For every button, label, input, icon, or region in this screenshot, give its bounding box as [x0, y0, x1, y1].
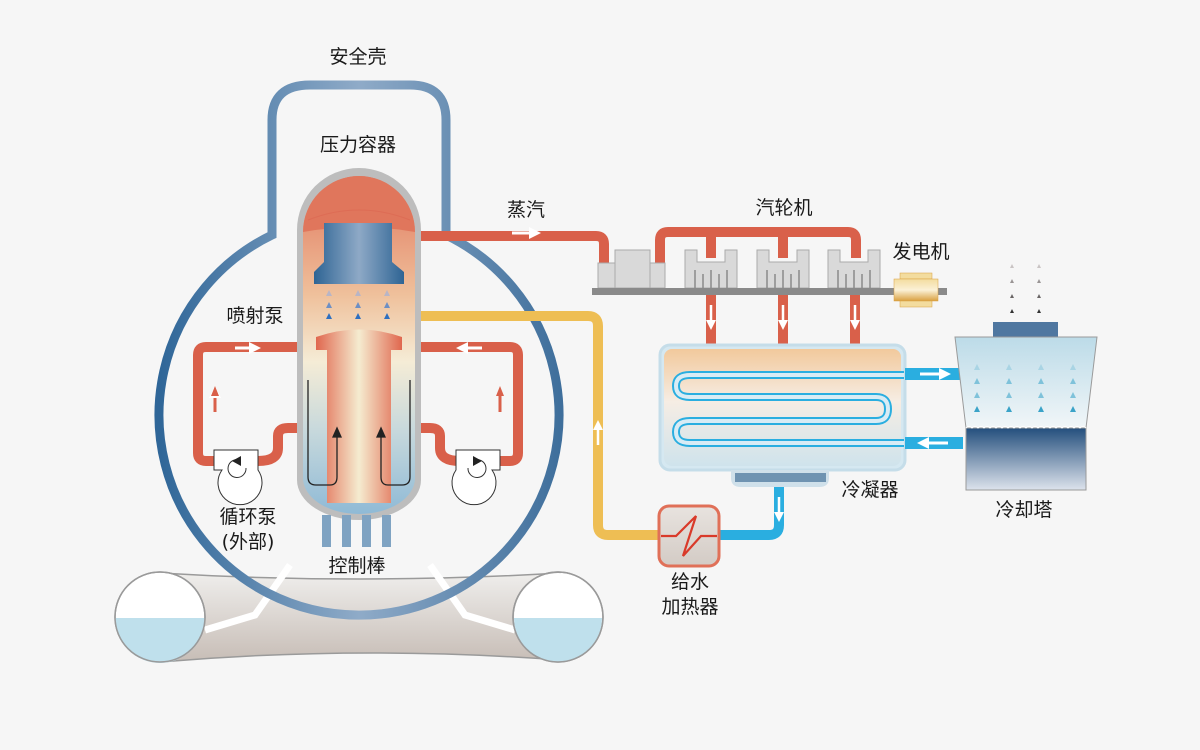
vapor-plume: [1010, 264, 1041, 313]
label-jet-pump: 喷射泵: [226, 305, 283, 327]
label-steam: 蒸汽: [507, 199, 545, 221]
label-turbine: 汽轮机: [755, 197, 812, 219]
rotation-arrow-icon: [473, 456, 482, 466]
label-feedwater-heater-2: 加热器: [661, 596, 718, 618]
feedwater-heater: [657, 504, 721, 568]
label-feedwater-heater: 给水: [671, 571, 709, 593]
low-pressure-turbines: [684, 249, 881, 289]
heater-zigzag-icon: [661, 515, 717, 557]
condenser: [658, 343, 907, 487]
label-containment: 安全壳: [329, 46, 386, 68]
recirc-pump-left: [213, 449, 263, 506]
cooling-water-pipes: [905, 368, 963, 449]
recirc-loop-left: [193, 342, 312, 466]
label-recirc-pump: 循环泵: [219, 506, 276, 528]
label-control-rods: 控制棒: [328, 555, 385, 577]
steam-pipe: [415, 231, 609, 265]
recirc-loop-right: [406, 342, 523, 466]
generator: [893, 272, 939, 308]
recirc-pump-right: [451, 449, 501, 506]
label-condenser: 冷凝器: [841, 479, 898, 501]
label-recirc-pump-external: (外部): [222, 531, 275, 553]
condensate-pipe: [718, 487, 784, 540]
reactor-core: [316, 329, 402, 503]
steam-separator: [314, 223, 404, 284]
cooling-tower: [954, 322, 1098, 491]
control-rods: [322, 515, 391, 547]
steam-droplets: [326, 290, 390, 319]
high-pressure-turbine: [597, 249, 666, 289]
turbine-shaft: [592, 288, 947, 295]
rotation-arrow-icon: [232, 456, 241, 466]
containment-shell: [154, 80, 564, 620]
label-pressure-vessel: 压力容器: [320, 134, 396, 156]
coolant-flow-lines: [307, 380, 411, 486]
label-cooling-tower: 冷却塔: [995, 499, 1052, 521]
turbine-steam-header: [655, 227, 861, 265]
suppression-pool-torus: [114, 562, 604, 663]
label-generator: 发电机: [892, 241, 949, 263]
